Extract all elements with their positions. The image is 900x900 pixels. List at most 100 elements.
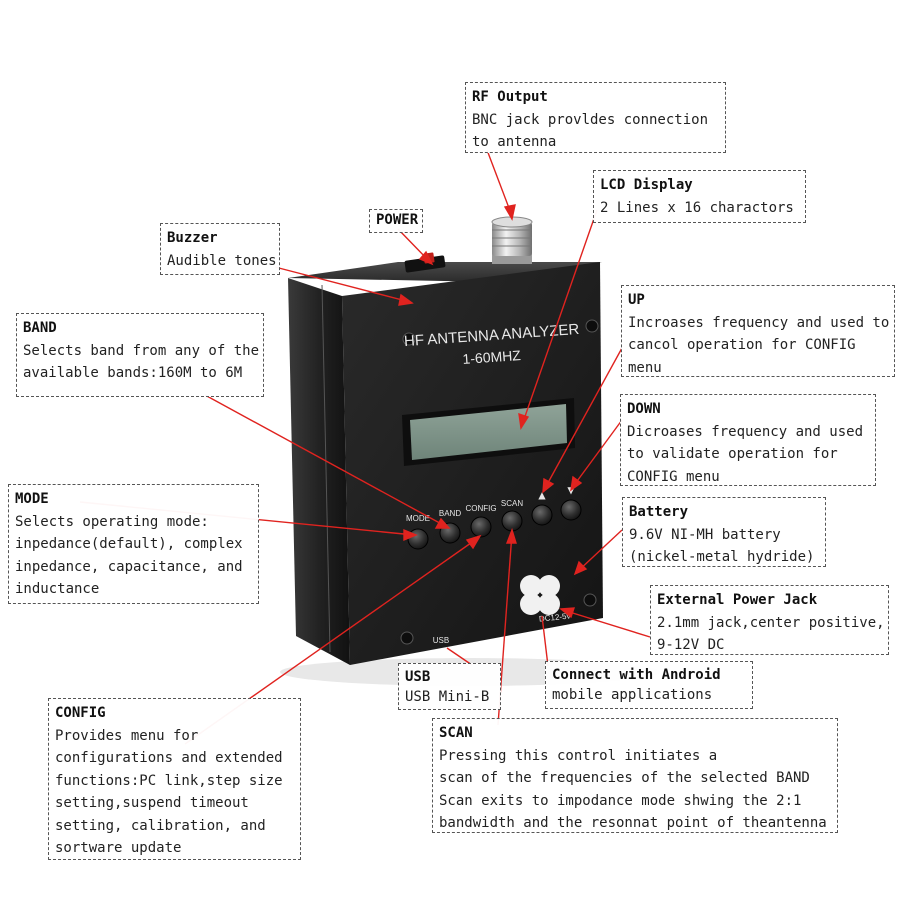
battery-arrowhead [573, 560, 588, 576]
external-power-leader [562, 609, 651, 638]
callout-down: DOWN Dicroases frequency and used to val… [620, 394, 876, 486]
callout-up-title: UP [628, 292, 645, 308]
callout-mode-line: inpedance(default), complex [15, 536, 243, 552]
lcd-display-arrowhead [518, 412, 530, 430]
callout-buzzer-line: Audible tones [167, 252, 277, 269]
device-left-side [288, 278, 350, 665]
callout-up-line: Incroases frequency and used to [628, 314, 890, 331]
external-power-arrowhead [559, 607, 575, 619]
callout-scan-line: scan of the frequencies of the selected … [439, 770, 810, 786]
callout-band-title: BAND [23, 320, 57, 336]
callout-rf-output-line: to antenna [472, 134, 557, 150]
dc-jack-label: DC12-5v [539, 611, 571, 623]
buzzer-arrowhead [398, 293, 414, 306]
usb-port-label: USB [433, 636, 449, 645]
callout-usb-line: USB Mini-B [405, 689, 490, 705]
callout-band-line: available bands:160M to 6M [23, 365, 243, 381]
callout-external-power-title: External Power Jack [657, 592, 818, 608]
callout-scan-line: Scan exits to impodance mode shwing the … [439, 792, 802, 809]
android-sticker-icon [520, 575, 560, 615]
buzzer-leader [274, 266, 411, 303]
callout-up-line: menu [628, 359, 662, 376]
up-leader [543, 347, 623, 491]
mode-button-label: MODE [406, 514, 430, 523]
down-arrowhead [570, 475, 583, 492]
device-side-edge [321, 284, 331, 653]
device-top-face [288, 262, 602, 282]
power-switch [404, 255, 446, 273]
callout-down-line: Dicroases frequency and used [627, 423, 864, 440]
mode-arrowhead [403, 528, 418, 542]
screw-bottom-left [400, 631, 414, 645]
callout-external-power: External Power Jack 2.1mm jack,center po… [650, 585, 889, 655]
callout-battery-title: Battery [629, 504, 689, 520]
screw-top-left [402, 332, 416, 346]
callout-config-line: setting, calibration, and [55, 817, 266, 834]
screw-top-right [585, 319, 599, 333]
lcd-display-leader [521, 209, 598, 426]
callout-mode-line: Selects operating mode: [15, 513, 209, 530]
callout-mode-line: inductance [15, 581, 100, 597]
callout-up-line: cancol operation for CONFIG [628, 337, 856, 353]
power-arrowhead [418, 250, 434, 266]
callout-config-line: sortware update [55, 840, 182, 856]
callout-band: BAND Selects band from any of the availa… [16, 313, 264, 397]
callout-battery-line: 9.6V NI-MH battery [629, 526, 781, 543]
callout-android: Connect with Android mobile applications [545, 661, 753, 709]
up-arrow-label: ▲ [538, 488, 546, 502]
callout-external-power-line: 9-12V DC [657, 637, 725, 653]
callout-config-line: functions:PC link,step size [55, 772, 283, 789]
callout-scan-line: Pressing this control initiates a [439, 747, 718, 764]
scan-arrowhead [505, 527, 517, 544]
callout-config-line: configurations and extended [55, 750, 283, 766]
callout-scan-title: SCAN [439, 725, 473, 741]
config-button [470, 516, 492, 538]
scan-button [501, 510, 523, 532]
callout-scan-line: bandwidth and the resonnat point of thea… [439, 815, 827, 831]
config-button-label: CONFIG [465, 504, 496, 513]
callout-usb-title: USB [405, 669, 431, 685]
band-button-label: BAND [439, 509, 461, 518]
callout-buzzer: Buzzer Audible tones [160, 223, 280, 275]
callout-rf-output-title: RF Output [472, 89, 548, 105]
callout-android-title: Connect with Android [552, 667, 721, 683]
mode-button [407, 528, 429, 550]
rf-output-arrowhead [503, 204, 516, 221]
callout-lcd-display: LCD Display 2 Lines x 16 charactors [593, 170, 806, 223]
callout-power-title: POWER [376, 212, 419, 228]
callout-config-line: setting,suspend timeout [55, 795, 249, 811]
usb-leader [446, 647, 473, 666]
up-button [531, 504, 553, 526]
callout-config-line: Provides menu for [55, 727, 199, 744]
callout-rf-output: RF Output BNC jack provldes connection t… [465, 82, 726, 153]
callout-mode-title: MODE [15, 491, 49, 507]
callout-config: CONFIG Provides menu for configurations … [48, 698, 301, 860]
battery-leader [576, 529, 623, 573]
callout-rf-output-line: BNC jack provldes connection [472, 111, 709, 128]
callout-lcd-display-title: LCD Display [600, 177, 693, 193]
callout-mode: MODE Selects operating mode: inpedance(d… [8, 484, 259, 604]
callout-power: POWER [369, 209, 423, 233]
callout-down-title: DOWN [627, 401, 661, 417]
callout-config-title: CONFIG [55, 705, 106, 721]
callout-usb: USB USB Mini-B [398, 663, 501, 710]
callout-buzzer-title: Buzzer [167, 230, 218, 246]
callout-android-line: mobile applications [552, 687, 713, 703]
screw-bottom-right [583, 593, 597, 607]
up-arrowhead [542, 477, 555, 494]
band-arrowhead [434, 517, 451, 529]
device-frequency-range: 1-60MHZ [462, 347, 522, 367]
callout-up: UP Incroases frequency and used to canco… [621, 285, 895, 377]
scan-button-label: SCAN [501, 499, 523, 508]
config-arrowhead [465, 534, 482, 550]
android-leader [541, 615, 549, 667]
down-leader [571, 419, 623, 489]
callout-band-line: Selects band from any of the [23, 342, 260, 359]
callout-down-line: to validate operation for [627, 446, 838, 462]
callout-battery: Battery 9.6V NI-MH battery (nickel-metal… [622, 497, 826, 567]
band-leader [204, 394, 448, 528]
callout-external-power-line: 2.1mm jack,center positive, [657, 614, 885, 631]
down-button [560, 499, 582, 521]
